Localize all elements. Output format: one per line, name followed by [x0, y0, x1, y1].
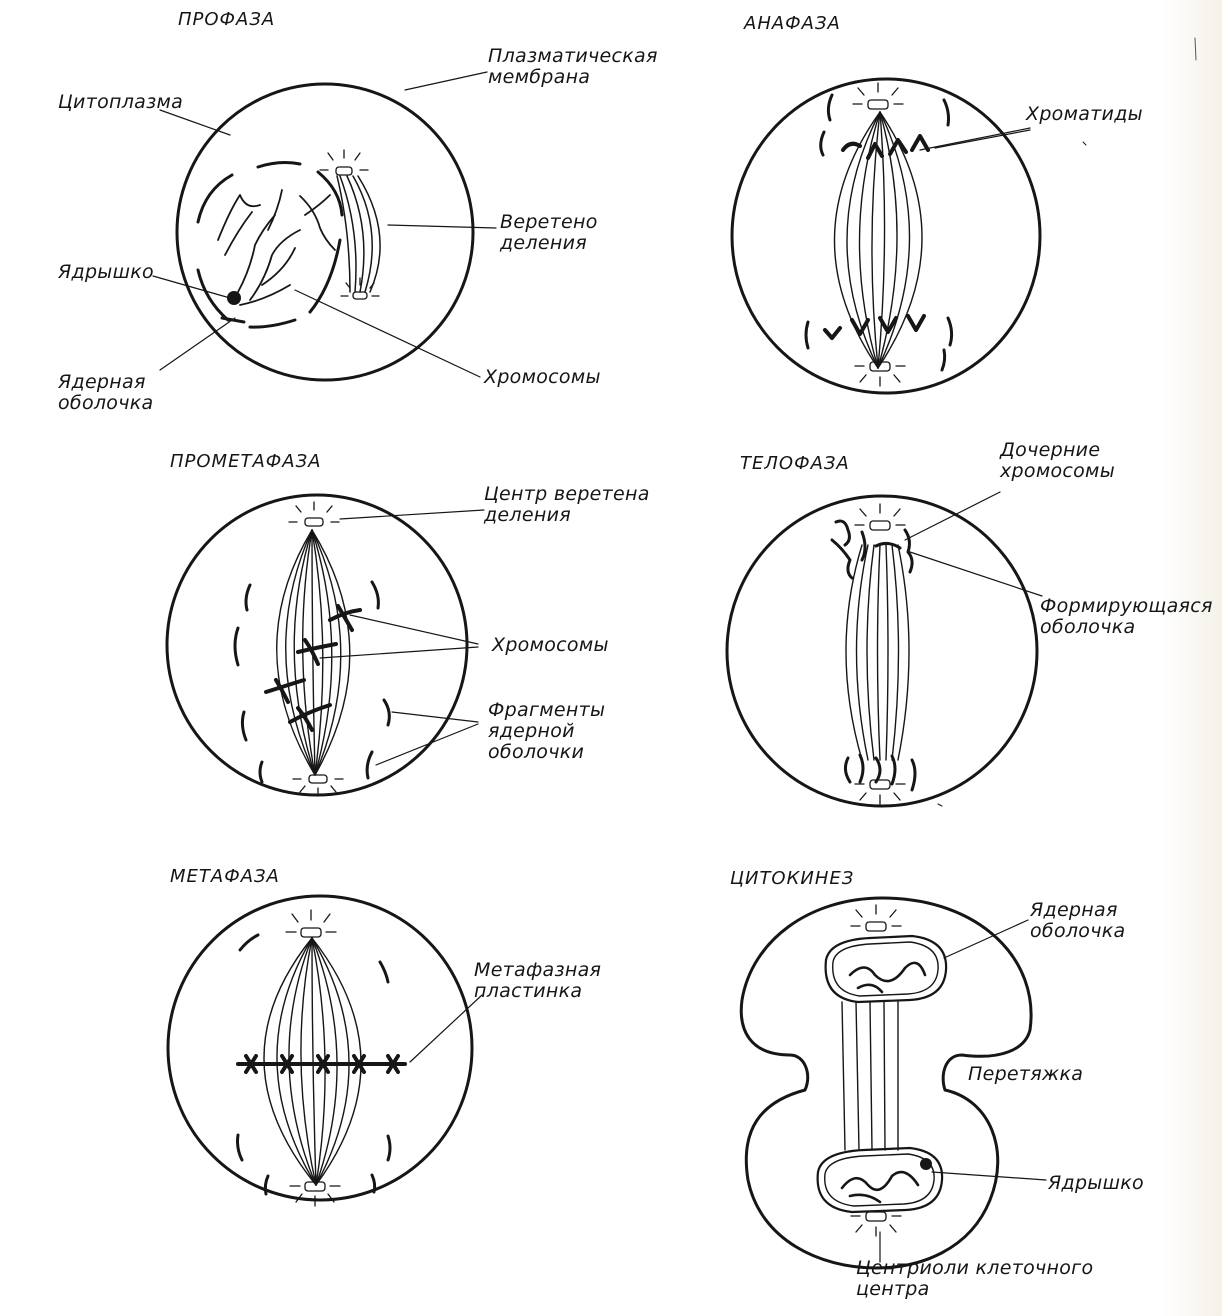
metaphase-plasma-membrane: [166, 894, 474, 1202]
cytokinesis-centrosome-top: [850, 904, 902, 932]
prophase-spindle: [336, 175, 381, 293]
metaphase-cell: [166, 894, 474, 1207]
page-edge-shadow: [1162, 0, 1222, 1316]
prophase-title: ПРОФАЗА: [178, 9, 276, 30]
prometaphase-spindle: [276, 529, 351, 776]
cytokinesis-upper-envelope: [824, 934, 948, 1004]
cytokinesis-centrosome-bottom: [850, 1211, 902, 1237]
prophase-leader-lines: [152, 71, 497, 378]
label-daughter-chromosomes: Дочерние хромосомы: [1000, 439, 1115, 482]
metaphase-spindle: [263, 937, 362, 1186]
prometaphase-centrosome-bottom: [292, 774, 344, 797]
cytokinesis-nucleolus: [920, 1158, 932, 1170]
label-prometaphase-chromosomes: Хромосомы: [492, 634, 609, 656]
label-nuclear-envelope: Ядерная оболочка: [58, 371, 154, 414]
prophase-nucleolus: [227, 291, 241, 305]
prometaphase-cell: [165, 493, 469, 797]
telophase-daughter-chromosomes-top: [830, 519, 914, 580]
label-cytokinesis-nucleolus: Ядрышко: [1048, 1172, 1144, 1194]
telophase-centrosome-bottom: [854, 779, 906, 805]
telophase-daughter-chromosomes-bottom: [843, 753, 917, 792]
metaphase-title: МЕТАФАЗА: [170, 866, 280, 887]
cytokinesis-title: ЦИТОКИНЕЗ: [730, 868, 855, 889]
prophase-nuclear-envelope: [196, 161, 344, 329]
label-cytoplasm: Цитоплазма: [58, 91, 184, 113]
label-constriction: Перетяжка: [968, 1063, 1084, 1085]
anaphase-chromatids-top: [841, 134, 930, 160]
telophase-cell: [725, 494, 1039, 808]
prometaphase-chromosomes: [264, 604, 362, 732]
cytokinesis-midbody-fibers: [841, 1001, 899, 1151]
cytokinesis-lower-envelope: [816, 1146, 944, 1214]
telophase-plasma-membrane: [725, 494, 1039, 808]
label-cytokinesis-nuclear-envelope: Ядерная оболочка: [1030, 899, 1126, 942]
anaphase-leader-lines: [919, 127, 1031, 151]
prophase-plasma-membrane: [175, 82, 475, 382]
paper-specks: [937, 37, 1197, 807]
telophase-spindle: [845, 544, 910, 761]
prophase-chromosomes: [217, 189, 336, 306]
prometaphase-envelope-fragments: [233, 580, 391, 784]
telophase-centrosome-top: [854, 503, 906, 531]
metaphase-plate: [236, 1054, 407, 1074]
label-plasma-membrane: Плазматическая мембрана: [488, 45, 658, 88]
prometaphase-leader-lines: [319, 509, 485, 766]
metaphase-leader-line: [409, 994, 483, 1063]
metaphase-envelope-fragments: [236, 933, 392, 1196]
telophase-title: ТЕЛОФАЗА: [740, 453, 850, 474]
label-envelope-fragments: Фрагменты ядерной оболочки: [488, 699, 606, 763]
prophase-cell: [175, 82, 475, 382]
anaphase-plasma-membrane: [730, 77, 1042, 395]
cytokinesis-plasma-membrane: [739, 896, 1033, 1270]
label-spindle-center: Центр веретена деления: [484, 483, 650, 526]
prophase-centrosome-bottom: [340, 277, 380, 300]
label-chromatids: Хроматиды: [1026, 103, 1143, 125]
cytokinesis-leader-lines: [879, 919, 1047, 1263]
prometaphase-title: ПРОМЕТАФАЗА: [170, 451, 322, 472]
prometaphase-plasma-membrane: [165, 493, 469, 797]
cytokinesis-cell: [739, 896, 1033, 1270]
metaphase-centrosome-top: [285, 909, 337, 938]
anaphase-envelope-fragments: [804, 93, 954, 372]
cytokinesis-upper-nucleus: [824, 934, 948, 1004]
label-chromosomes: Хромосомы: [484, 366, 601, 388]
prometaphase-centrosome-top: [288, 501, 340, 527]
telophase-leader-lines: [904, 491, 1043, 597]
label-forming-envelope: Формирующаяся оболочка: [1040, 595, 1213, 638]
label-centrioles: Центриоли клеточного центра: [856, 1257, 1094, 1300]
label-metaphase-plate: Метафазная пластинка: [474, 959, 602, 1002]
metaphase-centrosome-bottom: [289, 1181, 341, 1207]
anaphase-centrosome-top: [852, 82, 904, 110]
cytokinesis-lower-nucleus: [816, 1146, 944, 1214]
anaphase-cell: [730, 77, 1042, 395]
anaphase-chromatids-bottom: [823, 314, 926, 340]
anaphase-centrosome-bottom: [854, 361, 906, 387]
anaphase-title: АНАФАЗА: [744, 13, 841, 34]
label-spindle: Веретено деления: [500, 211, 598, 254]
prophase-centrosome-top: [319, 149, 369, 176]
label-nucleolus: Ядрышко: [58, 261, 154, 283]
